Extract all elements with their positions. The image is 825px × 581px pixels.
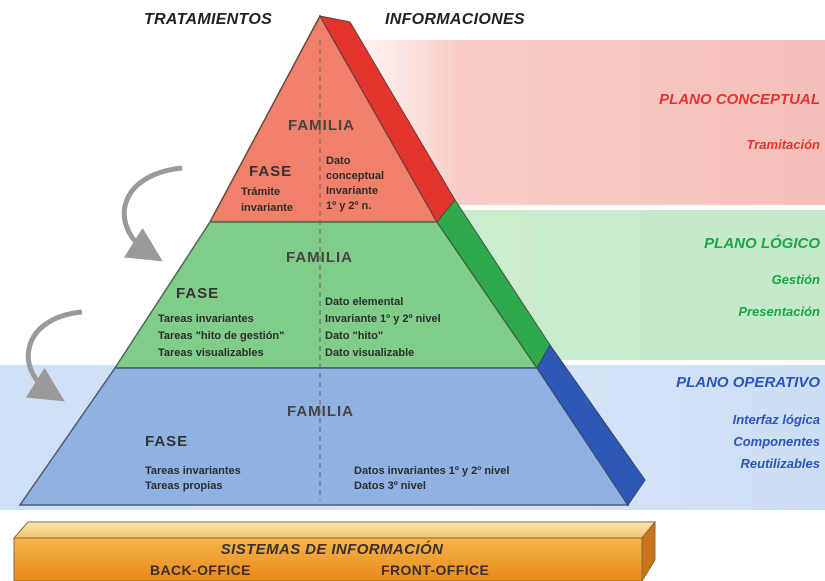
plane-logico-sub-2: Presentación: [738, 304, 820, 319]
header-tratamientos: TRATAMIENTOS: [144, 11, 272, 28]
plane-logico-title: PLANO LÓGICO: [704, 234, 820, 252]
middle-right-line: Dato visualizable: [325, 347, 414, 359]
base-front-face: [13, 537, 643, 581]
middle-right-line: Invariante 1º y 2º nivel: [325, 313, 441, 325]
top-familia: FAMILIA: [288, 117, 355, 134]
header-informaciones: INFORMACIONES: [385, 11, 525, 28]
plane-conceptual-title: PLANO CONCEPTUAL: [659, 91, 820, 108]
top-right-line: Dato: [326, 155, 351, 167]
base-front-office: FRONT-OFFICE: [381, 562, 489, 578]
plane-logico-sub-1: Gestión: [772, 272, 820, 287]
top-right-line: Invariante: [326, 185, 378, 197]
middle-fase: FASE: [176, 285, 219, 302]
bottom-left-line: Tareas invariantes: [145, 465, 241, 477]
top-left-line: Trámite: [241, 186, 280, 198]
top-right-line: conceptual: [326, 170, 384, 182]
top-left-line: invariante: [241, 202, 293, 214]
middle-familia: FAMILIA: [286, 249, 353, 266]
base-top-face: [12, 521, 657, 539]
bottom-familia: FAMILIA: [287, 403, 354, 420]
bottom-right-line: Datos invariantes 1º y 2º nivel: [354, 465, 509, 477]
middle-left-line: Tareas visualizables: [158, 347, 264, 359]
middle-right-line: Dato "hito": [325, 330, 383, 342]
bottom-right-line: Datos 3º nivel: [354, 480, 426, 492]
base-back-office: BACK-OFFICE: [150, 562, 251, 578]
plane-conceptual-sub: Tramitación: [747, 137, 821, 152]
middle-right-line: Dato elemental: [325, 296, 403, 308]
base-title: SISTEMAS DE INFORMACIÓN: [221, 540, 444, 558]
bottom-fase: FASE: [145, 433, 188, 450]
plane-operativo-sub-2: Componentes: [733, 434, 820, 449]
top-fase: FASE: [249, 163, 292, 180]
top-right-line: 1º y 2º n.: [326, 200, 371, 212]
plane-operativo-sub-1: Interfaz lógica: [733, 412, 820, 427]
bottom-left-line: Tareas propias: [145, 480, 222, 492]
bottom-side: [536, 344, 646, 506]
middle-left-line: Tareas invariantes: [158, 313, 254, 325]
middle-left-line: Tareas "hito de gestión": [158, 330, 284, 342]
arrow-icon: [121, 165, 183, 262]
base-side-face: [641, 520, 656, 581]
plane-operativo-title: PLANO OPERATIVO: [676, 374, 820, 391]
arrow-icon: [25, 309, 83, 402]
bottom-tier: [18, 367, 630, 506]
plane-operativo-sub-3: Reutilizables: [741, 456, 820, 471]
top-left-text: Trámite invariante: [241, 186, 293, 214]
